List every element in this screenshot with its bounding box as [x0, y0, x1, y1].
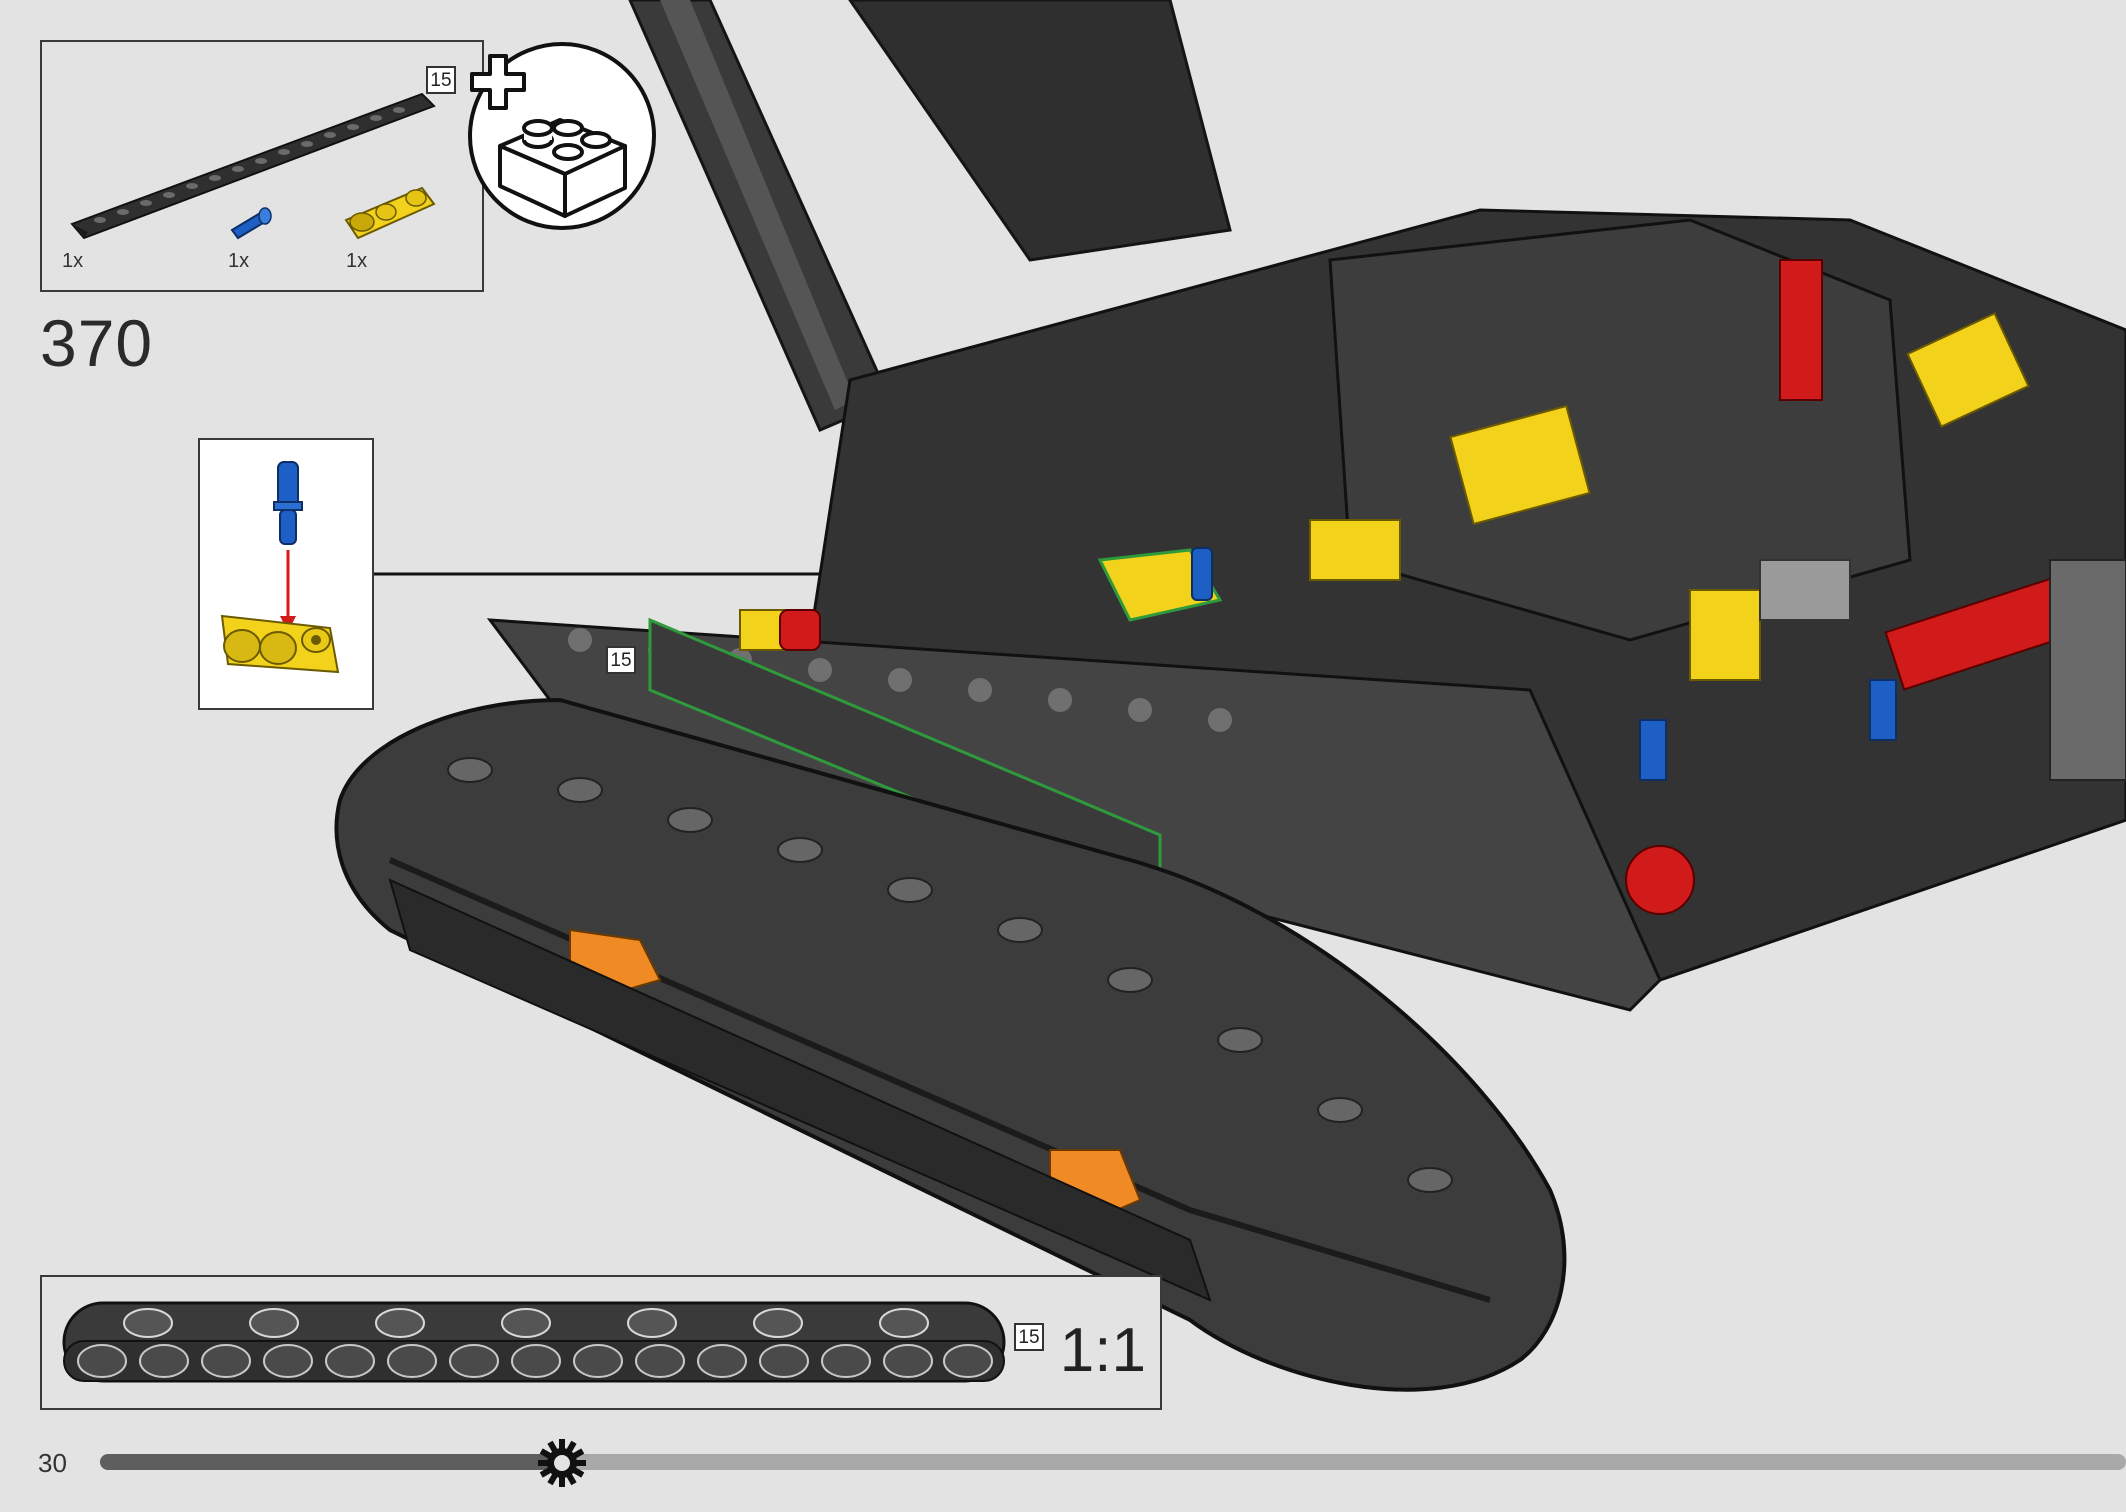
- excavator-model-illustration: [334, 0, 2126, 1392]
- reference-element-id-badge: 15: [1014, 1323, 1044, 1351]
- technic-beam-15: [70, 92, 436, 240]
- page-number: 30: [38, 1448, 67, 1478]
- qty-pin: 1x: [228, 250, 250, 272]
- technic-connector-yellow: [344, 186, 436, 240]
- element-id-badge: 15: [426, 66, 456, 94]
- model-element-id-badge: 15: [606, 646, 636, 674]
- progress-gear-icon: [538, 1439, 586, 1487]
- highlighted-pin: [1191, 547, 1213, 601]
- progress-track: [100, 1454, 2126, 1470]
- callout-illustration: [220, 461, 340, 674]
- plus-brick-icon: [468, 42, 656, 230]
- pin-blue: [230, 207, 272, 240]
- boom-arm: [628, 0, 1232, 432]
- scale-label: 1:1: [1059, 1316, 1146, 1385]
- progress-fill: [100, 1454, 562, 1470]
- qty-beam: 1x: [62, 250, 84, 272]
- step-number: 370: [40, 306, 154, 380]
- crawler-track: [334, 697, 1567, 1392]
- technic-connector-yellow: [220, 614, 340, 674]
- reference-beam-15: [62, 1301, 1006, 1383]
- parts-list-box: 1x 1x 1x 15: [40, 40, 484, 292]
- reference-scale-box: 15 1:1: [40, 1275, 1162, 1410]
- highlighted-connector: [1097, 548, 1223, 622]
- pin-blue: [273, 461, 303, 545]
- insert-arrow: [280, 550, 296, 632]
- parts-list-illustration: [70, 92, 436, 240]
- chassis-frame: [486, 547, 1662, 1012]
- qty-connector: 1x: [346, 250, 368, 272]
- callout-box: [198, 438, 374, 710]
